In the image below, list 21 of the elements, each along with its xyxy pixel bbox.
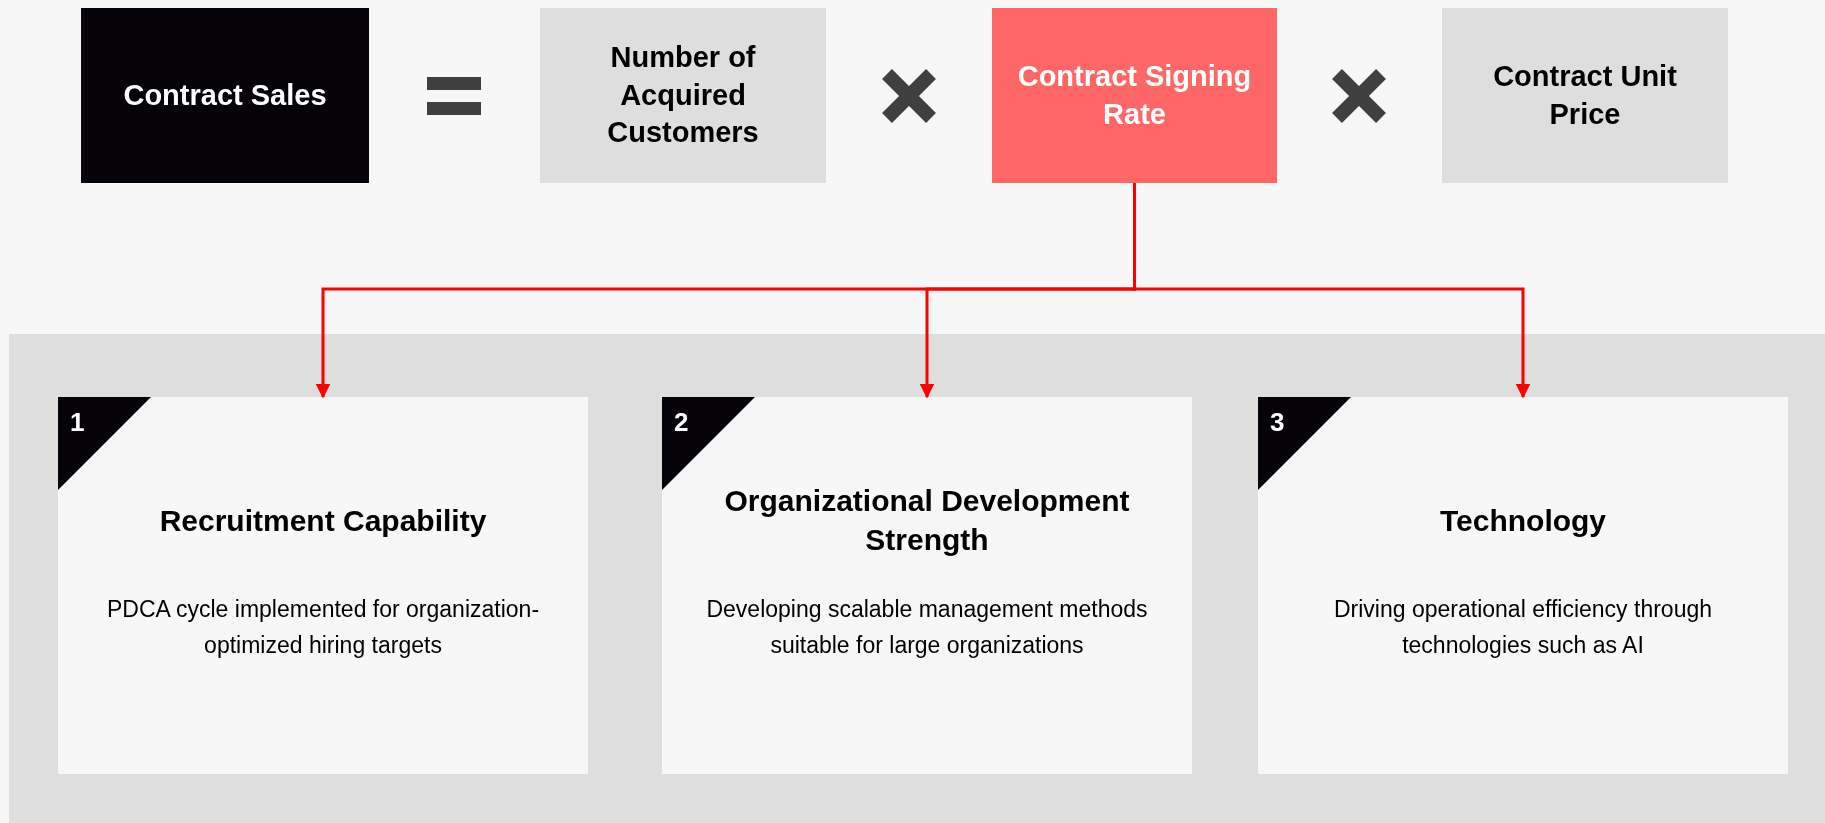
card-heading: Technology (1439, 502, 1607, 539)
factor-card (662, 397, 1192, 774)
box-label: Contract Unit Price (1492, 58, 1678, 132)
card-number: 1 (70, 407, 85, 437)
card-heading: Recruitment Capability (159, 502, 487, 539)
factor-card (1258, 397, 1788, 774)
box-label: Number of Acquired Customers (606, 39, 760, 151)
box-label: Contract Signing Rate (1016, 58, 1253, 132)
card-heading: Organizational Development Strength (723, 483, 1131, 558)
card-description: PDCA cycle implemented for organization-optimized hiring targets (106, 596, 540, 658)
factor-box (1442, 8, 1728, 183)
card-description: Driving operational efficiency through technologies such as AI (1334, 596, 1712, 658)
box-label: Contract Sales (123, 77, 327, 113)
card-description: Developing scalable management methods suitable for large organizations (706, 596, 1148, 658)
card-number: 2 (674, 407, 689, 437)
result-box (81, 8, 369, 183)
card-number: 3 (1270, 407, 1285, 437)
factor-box (540, 8, 826, 183)
panel-background (9, 334, 1825, 823)
factor-card (58, 397, 588, 774)
highlighted-factor-box (992, 8, 1277, 183)
